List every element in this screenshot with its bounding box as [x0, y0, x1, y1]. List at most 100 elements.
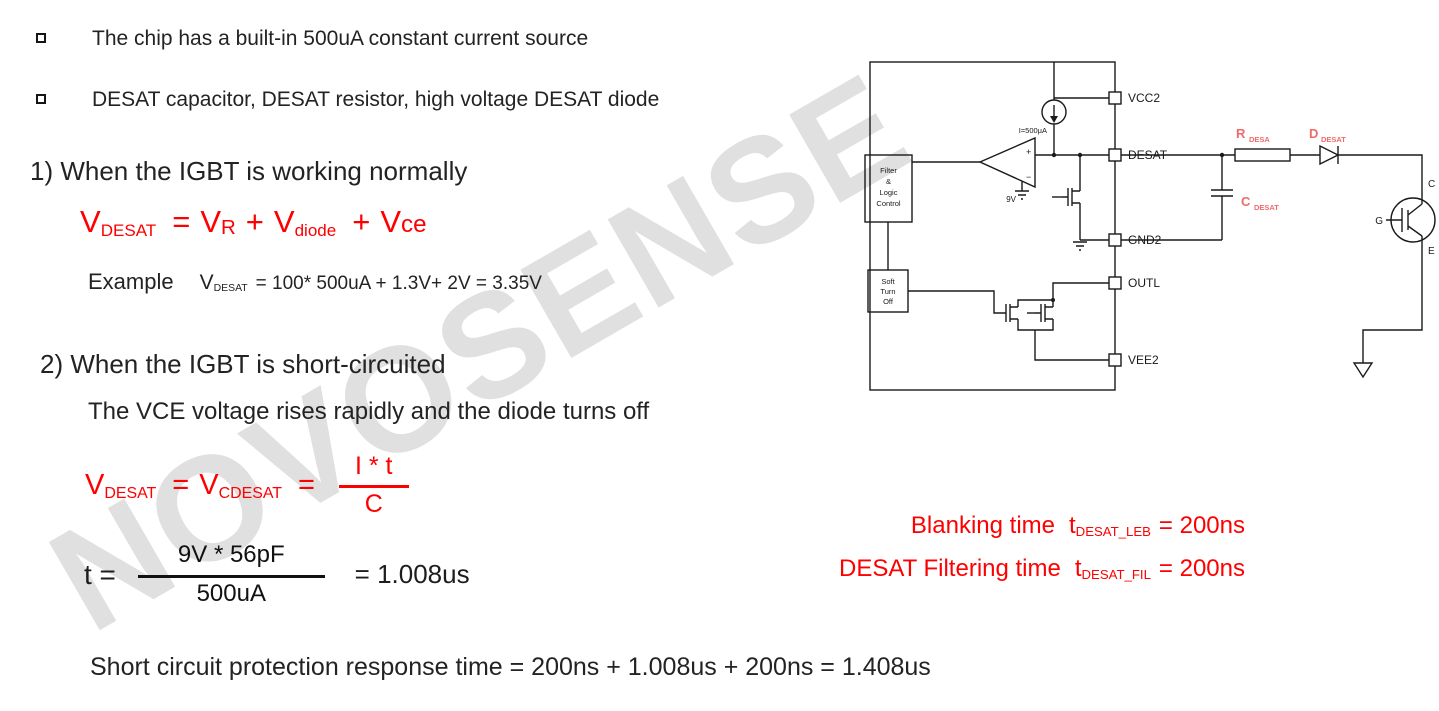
conclusion-line: Short circuit protection response time =… — [90, 653, 931, 681]
formula-subscript: DESAT_LEB — [1075, 523, 1151, 539]
svg-text:Soft: Soft — [881, 277, 895, 286]
gnd2-ground-icon — [1073, 241, 1087, 251]
bullet-item-1: The chip has a built-in 500uA constant c… — [36, 27, 588, 51]
soft-output-wire — [908, 290, 1000, 314]
c-desat-subscript: DESAT — [1254, 203, 1279, 212]
svg-text:Off: Off — [883, 297, 894, 306]
svg-text:Filter: Filter — [880, 166, 897, 175]
blanking-value: = 200ns — [1158, 512, 1245, 539]
example-expression: = 100* 500uA + 1.3V+ 2V = 3.35V — [255, 273, 542, 294]
svg-text:Turn: Turn — [880, 287, 895, 296]
pin-label-gnd2: GND2 — [1128, 233, 1162, 247]
fraction-numerator: I * t — [338, 452, 409, 488]
igbt-collector-label: C — [1428, 179, 1435, 190]
formula-term: V — [85, 469, 105, 501]
formula-subscript: DESAT — [213, 283, 248, 295]
section-heading-short: 2) When the IGBT is short-circuited — [40, 349, 446, 379]
pin-label-vcc2: VCC2 — [1128, 91, 1160, 105]
formula-term: V — [199, 271, 214, 294]
svg-text:&: & — [886, 177, 891, 186]
pin-label-vee2: VEE2 — [1128, 353, 1159, 367]
formula-operator: + — [245, 204, 264, 239]
current-source-wire — [1053, 62, 1109, 155]
component-labels: R DESA D DESAT C DESAT — [1236, 126, 1346, 212]
time-result: = 1.008us — [354, 559, 470, 589]
soft-block-text: Soft Turn Off — [880, 277, 895, 306]
formula-subscript: DESAT — [104, 484, 157, 502]
formula-term: V — [380, 204, 402, 239]
vee2-wire — [1034, 330, 1109, 361]
bullet-text-1: The chip has a built-in 500uA constant c… — [92, 27, 589, 50]
blanking-label: Blanking time — [910, 512, 1055, 539]
formula-operator: + — [352, 204, 371, 239]
fraction-denominator: 500uA — [196, 580, 266, 607]
formula-subscript: R — [221, 216, 236, 240]
formula-term: t — [1069, 512, 1076, 539]
fraction-it-over-c: I * t C — [338, 452, 409, 519]
reference-ground-icon — [1015, 181, 1029, 200]
circuit-wires — [864, 61, 1436, 391]
time-lhs: t = — [84, 558, 116, 590]
pin-squares — [1108, 91, 1122, 367]
formula-subscript: CDESAT — [218, 484, 283, 502]
formula-term: V — [273, 204, 295, 239]
svg-text:Logic: Logic — [880, 188, 898, 197]
svg-text:Control: Control — [876, 199, 901, 208]
formula-operator: = — [172, 204, 191, 239]
current-source-icon — [1041, 99, 1067, 125]
circuit-labels: VCC2 DESAT GND2 OUTL VEE2 I=500μA 9V + −… — [876, 91, 1435, 367]
ref-voltage-label: 9V — [1006, 195, 1016, 204]
d-desat-label: D — [1309, 126, 1318, 141]
pin-vee2 — [1108, 353, 1122, 367]
current-source-label: I=500μA — [1019, 126, 1047, 135]
filter-block-text: Filter & Logic Control — [876, 166, 901, 208]
filtering-label: DESAT Filtering time — [839, 555, 1061, 582]
pin-label-outl: OUTL — [1128, 276, 1160, 290]
resistor-icon — [1234, 148, 1291, 162]
fraction-denominator: C — [364, 490, 383, 518]
igbt-emitter-label: E — [1428, 246, 1435, 257]
comparator-plus-sign: + — [1026, 147, 1031, 157]
igbt-internal-lines — [1386, 203, 1423, 237]
diode-icon — [1319, 144, 1340, 166]
drain-link-wire — [1017, 299, 1053, 307]
pin-gnd2 — [1108, 233, 1122, 247]
formula-term: V — [80, 204, 101, 239]
filtering-value: = 200ns — [1158, 555, 1245, 582]
formula-subscript: DESAT — [100, 220, 157, 240]
source-link-wire — [1017, 319, 1054, 331]
example-label: Example — [88, 269, 174, 294]
r-desat-subscript: DESA — [1249, 135, 1270, 144]
capacitor-icon — [1121, 155, 1233, 241]
d-desat-subscript: DESAT — [1321, 135, 1346, 144]
formula-subscript: ce — [401, 211, 427, 238]
fraction-time: 9V * 56pF 500uA — [137, 541, 325, 608]
fraction-numerator: 9V * 56pF — [137, 541, 325, 578]
formula-subscript: diode — [294, 220, 337, 240]
pin-outl — [1108, 276, 1122, 290]
desat-mosfet-wires — [1079, 155, 1109, 241]
pin-desat — [1108, 148, 1122, 162]
igbt-gate-label: G — [1375, 216, 1383, 227]
circuit-diagram: VCC2 DESAT GND2 OUTL VEE2 I=500μA 9V + −… — [864, 61, 1436, 391]
vce-description: The VCE voltage rises rapidly and the di… — [88, 398, 650, 425]
formula-term: V — [199, 469, 219, 501]
formula-term: t — [1074, 555, 1082, 582]
junction-dots — [1050, 116, 1225, 302]
output-mosfet-icon — [1034, 303, 1054, 323]
bullet-square-icon — [36, 94, 46, 104]
formula-operator: = — [298, 469, 315, 501]
section-heading-normal: 1) When the IGBT is working normally — [30, 156, 468, 186]
comparator-icon — [978, 136, 1036, 189]
ground-triangle-icon — [1352, 362, 1374, 379]
c-desat-label: C — [1241, 194, 1251, 209]
emitter-wire — [1362, 236, 1423, 363]
bullet-text-2: DESAT capacitor, DESAT resistor, high vo… — [92, 88, 660, 111]
formula-operator: = — [172, 469, 190, 501]
bullet-item-2: DESAT capacitor, DESAT resistor, high vo… — [36, 88, 659, 112]
r-desat-label: R — [1236, 126, 1246, 141]
